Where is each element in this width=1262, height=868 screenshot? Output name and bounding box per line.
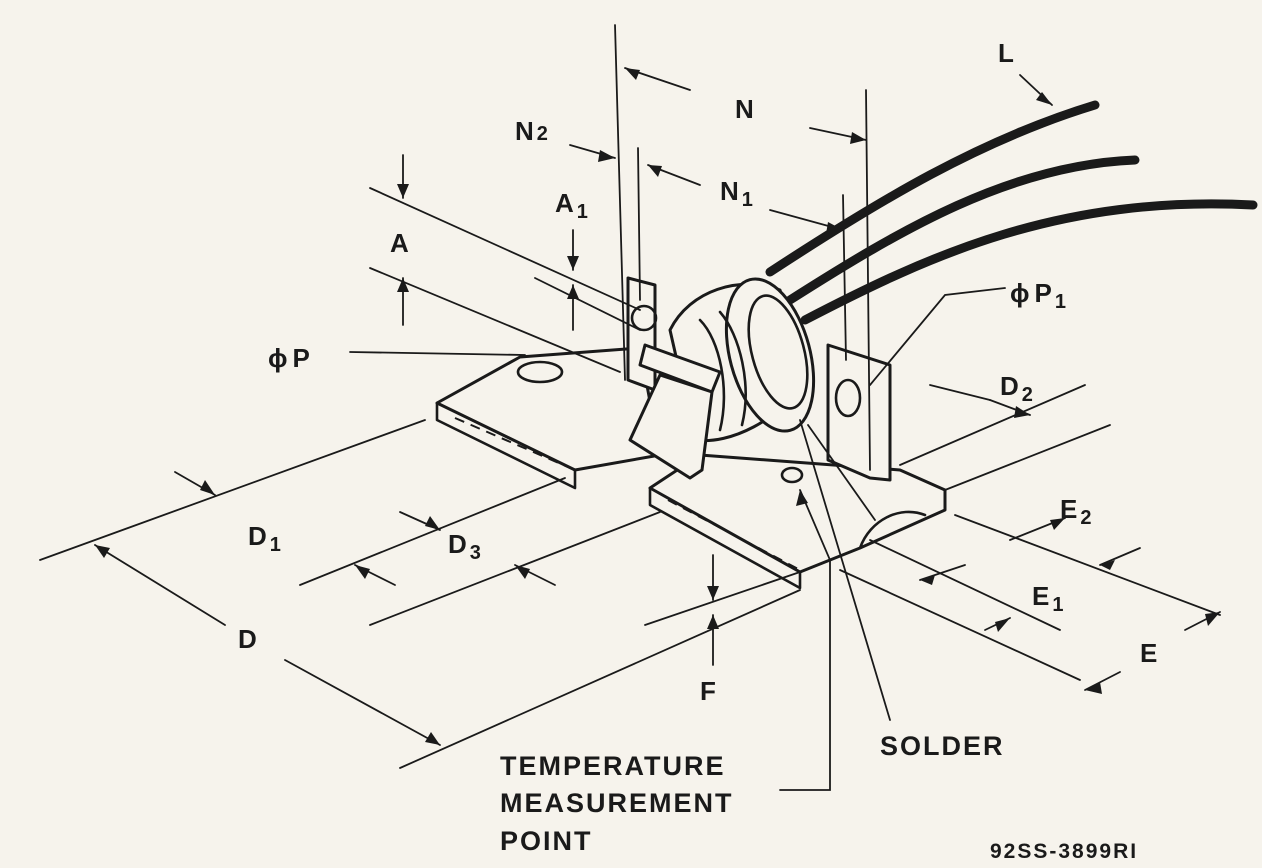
left-tab-edge <box>435 401 577 490</box>
device-end-ring <box>747 294 809 410</box>
right-tab-hidden-edge <box>667 499 801 571</box>
drawing-code: 92SS-3899RI <box>990 840 1138 863</box>
label-n: N <box>735 94 755 124</box>
left-mounting-tab <box>435 346 662 490</box>
callout-solder: SOLDER <box>880 731 1005 761</box>
lead-wire-1 <box>765 100 1100 277</box>
right-tab-edge <box>648 486 802 590</box>
bracket-right-wall <box>826 343 892 482</box>
leader-p1 <box>869 287 1006 386</box>
strap-leg <box>628 373 714 480</box>
lead-wire-3 <box>800 199 1258 325</box>
lead-wires <box>765 100 1258 325</box>
label-a: A <box>390 228 410 258</box>
dimension-lines <box>39 24 1221 791</box>
label-l: L <box>998 38 1015 68</box>
leader-solder-2 <box>807 424 876 521</box>
leader-p <box>349 351 526 356</box>
callouts: SOLDER TEMPERATURE MEASUREMENT POINT <box>500 731 1005 856</box>
right-tab-notch <box>858 510 927 550</box>
device-bands <box>698 310 747 432</box>
callout-temp-line3: POINT <box>500 826 593 856</box>
leader-temp <box>779 489 831 791</box>
bracket-hole-n2 <box>630 304 658 332</box>
right-tab-plate <box>648 453 947 574</box>
solder-strap <box>628 343 722 480</box>
label-e: E <box>1140 638 1158 668</box>
bracket-left-wall <box>626 276 657 392</box>
leader-solder <box>799 419 891 721</box>
arrowheads <box>95 68 1220 745</box>
mounting-hole-p <box>516 360 564 384</box>
temp-point-dimple <box>780 466 804 484</box>
label-d: D <box>238 624 258 654</box>
left-tab-hidden-edge <box>454 417 576 471</box>
bracket-hole-p1 <box>834 378 862 418</box>
right-mounting-tab <box>648 453 947 590</box>
lead-wire-2 <box>785 155 1140 305</box>
callout-temp-line2: MEASUREMENT <box>500 788 734 818</box>
callout-temp-line1: TEMPERATURE <box>500 751 726 781</box>
label-f: F <box>700 676 717 706</box>
